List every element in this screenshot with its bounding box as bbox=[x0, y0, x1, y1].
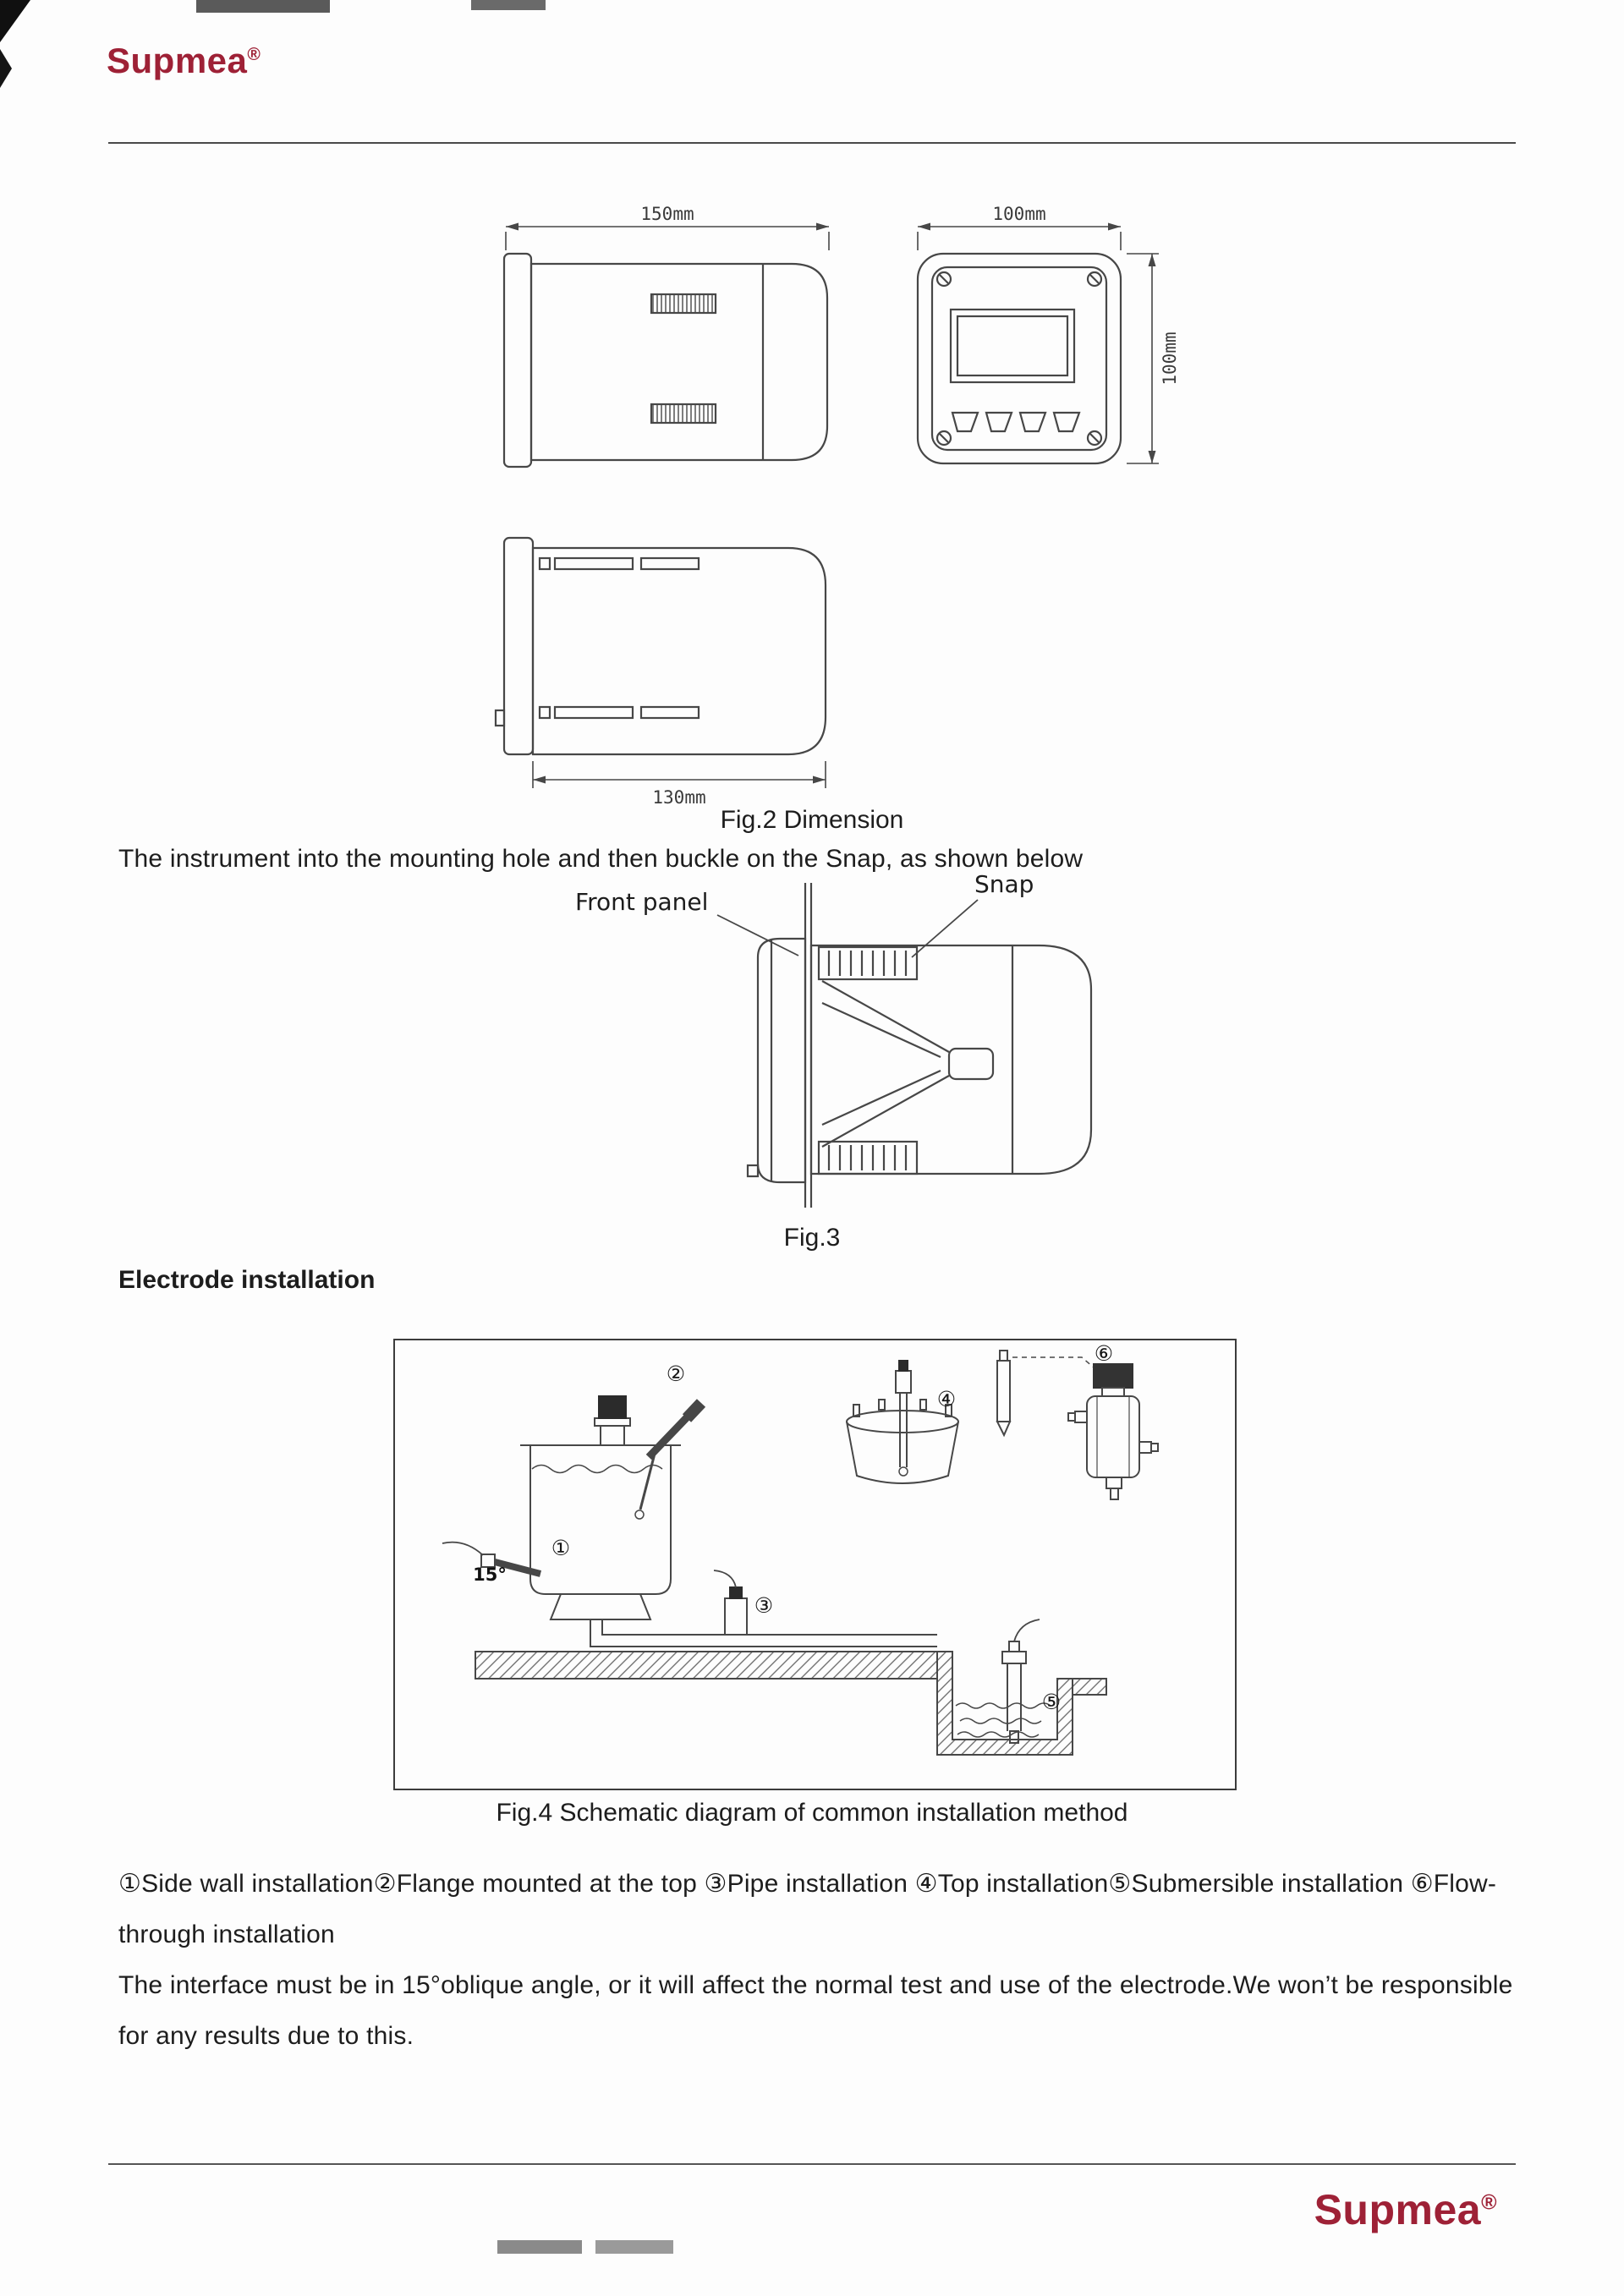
dim-label-100mm-height: 100mm bbox=[1160, 332, 1180, 385]
dim-130mm-lines bbox=[532, 761, 826, 788]
fig2-front-view-drawing: 100mm 100mm bbox=[916, 204, 1180, 465]
front-panel-buttons bbox=[951, 411, 1081, 433]
flange-top-mount bbox=[846, 1360, 959, 1484]
dim-100mm-right-lines bbox=[1127, 253, 1159, 464]
registered-mark: ® bbox=[247, 45, 261, 64]
fig2-front-view-lines bbox=[916, 222, 1159, 465]
front-panel-shape bbox=[746, 937, 807, 1184]
spare-electrode bbox=[996, 1350, 1106, 1438]
ground-hatch bbox=[475, 1651, 1107, 1756]
snap-leader-line bbox=[911, 899, 979, 958]
mounting-note: The instrument into the mounting hole an… bbox=[118, 845, 1084, 873]
pipe-run bbox=[590, 1619, 937, 1647]
fig4-caption: Fig.4 Schematic diagram of common instal… bbox=[496, 1799, 1128, 1827]
scan-artifact-bottom-bar-1 bbox=[497, 2240, 582, 2254]
dim-150mm-lines bbox=[505, 226, 830, 250]
fig4-number-markers: ① ② ③ ④ ⑤ ⑥ bbox=[551, 1341, 1113, 1714]
scan-artifact-corner bbox=[0, 0, 30, 42]
dim-label-100mm-width: 100mm bbox=[992, 204, 1045, 224]
fig4-diagram-box: ① ② ③ ④ ⑤ ⑥ 15° bbox=[393, 1339, 1237, 1790]
supmea-logo-footer: Supmea® bbox=[1314, 2185, 1497, 2234]
dim-label-150mm: 150mm bbox=[640, 204, 694, 224]
supmea-logo-header: Supmea® bbox=[107, 41, 261, 81]
installation-methods-text: ①Side wall installation②Flange mounted a… bbox=[118, 1870, 1497, 1948]
scan-artifact-top-bar-2 bbox=[471, 0, 546, 10]
snap-label: Snap bbox=[974, 870, 1034, 898]
registered-mark-footer: ® bbox=[1481, 2190, 1497, 2215]
fig4-installation-diagram: ① ② ③ ④ ⑤ ⑥ 15° bbox=[442, 1341, 1159, 1756]
scan-artifact-left-edge bbox=[0, 49, 12, 88]
fig3-snap-mount-drawing: Front panel Snap bbox=[575, 870, 1093, 1208]
fig4-lines bbox=[442, 1350, 1159, 1756]
tank bbox=[520, 1395, 681, 1620]
marker-5: ⑤ bbox=[1042, 1690, 1061, 1714]
footer-divider bbox=[108, 2163, 1516, 2165]
instrument-body-shape bbox=[809, 944, 1093, 1175]
fig3-lines bbox=[716, 883, 1093, 1208]
lcd-screen bbox=[949, 308, 1076, 384]
marker-1: ① bbox=[551, 1536, 570, 1560]
marker-6: ⑥ bbox=[1095, 1341, 1113, 1366]
submersible-electrode bbox=[1001, 1619, 1040, 1744]
snap-clip-bottom bbox=[817, 1140, 919, 1175]
pipe-electrode bbox=[713, 1570, 748, 1636]
header-divider bbox=[108, 142, 1516, 144]
front-panel-label: Front panel bbox=[575, 888, 708, 916]
dim-label-130mm: 130mm bbox=[652, 787, 705, 808]
fig2-rear-view-lines bbox=[494, 536, 827, 788]
electrode-installation-heading: Electrode installation bbox=[118, 1266, 376, 1294]
fig3-caption: Fig.3 bbox=[783, 1224, 841, 1252]
channel-water bbox=[955, 1702, 1051, 1738]
top-angled-electrode bbox=[634, 1399, 706, 1520]
fig2-side-view-drawing: 150mm bbox=[502, 204, 830, 469]
flow-through-cell bbox=[1067, 1363, 1159, 1500]
marker-3: ③ bbox=[754, 1593, 773, 1618]
fig2-caption: Fig.2 Dimension bbox=[720, 806, 904, 834]
scan-artifact-top-bar-1 bbox=[196, 0, 330, 13]
brand-name-footer: Supmea bbox=[1314, 2186, 1482, 2233]
fig2-side-view-lines bbox=[502, 222, 830, 469]
fig2-rear-view-drawing: 130mm bbox=[494, 536, 827, 808]
marker-4: ④ bbox=[937, 1387, 956, 1411]
front-panel-leader-line bbox=[716, 914, 799, 956]
marker-2: ② bbox=[667, 1362, 685, 1386]
dim-100mm-top-lines bbox=[917, 226, 1122, 250]
brand-name: Supmea bbox=[107, 41, 248, 80]
angle-15-label: 15° bbox=[473, 1564, 507, 1585]
body-ribs bbox=[821, 980, 995, 1148]
angle-warning-text: The interface must be in 15°oblique angl… bbox=[118, 1971, 1513, 2050]
snap-clip-top bbox=[817, 945, 919, 981]
scan-artifact-bottom-bar-2 bbox=[595, 2240, 673, 2254]
side-wall-electrode bbox=[442, 1541, 542, 1577]
